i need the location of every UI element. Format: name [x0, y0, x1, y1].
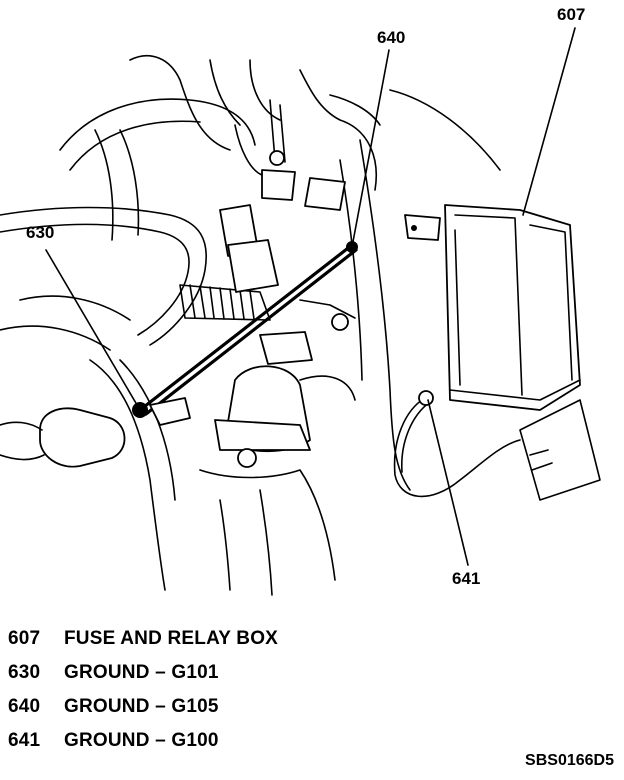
engine-compartment-illustration: 607 640 630 641 [0, 5, 601, 596]
callout-640: 640 [377, 28, 405, 47]
legend-description: GROUND – G101 [64, 662, 219, 683]
legend-description: GROUND – G105 [64, 696, 219, 717]
component-legend: 607 FUSE AND RELAY BOX 630 GROUND – G101… [8, 628, 608, 764]
legend-row: 641 GROUND – G100 [8, 730, 608, 764]
steering-boot [179, 284, 271, 321]
callout-630: 630 [26, 223, 54, 242]
legend-row: 640 GROUND – G105 [8, 696, 608, 730]
legend-description: FUSE AND RELAY BOX [64, 628, 279, 649]
radiator-hose [0, 129, 207, 346]
engine-mount [214, 299, 356, 468]
legend-number: 641 [8, 730, 41, 751]
figure-code: SBS0166D5 [525, 752, 614, 769]
ground-strap-641 [393, 390, 521, 498]
legend-number: 630 [8, 662, 41, 683]
legend-row: 607 FUSE AND RELAY BOX [8, 628, 608, 662]
legend-number: 607 [8, 628, 41, 649]
reservoir-cap [0, 407, 126, 468]
leader-lines [45, 27, 576, 566]
legend-description: GROUND – G100 [64, 730, 219, 751]
legend-row: 630 GROUND – G101 [8, 662, 608, 696]
callout-607: 607 [557, 5, 585, 24]
legend-number: 640 [8, 696, 41, 717]
callout-641: 641 [452, 569, 480, 588]
throttle-body-parts [219, 99, 346, 293]
fuse-relay-box [404, 204, 601, 501]
